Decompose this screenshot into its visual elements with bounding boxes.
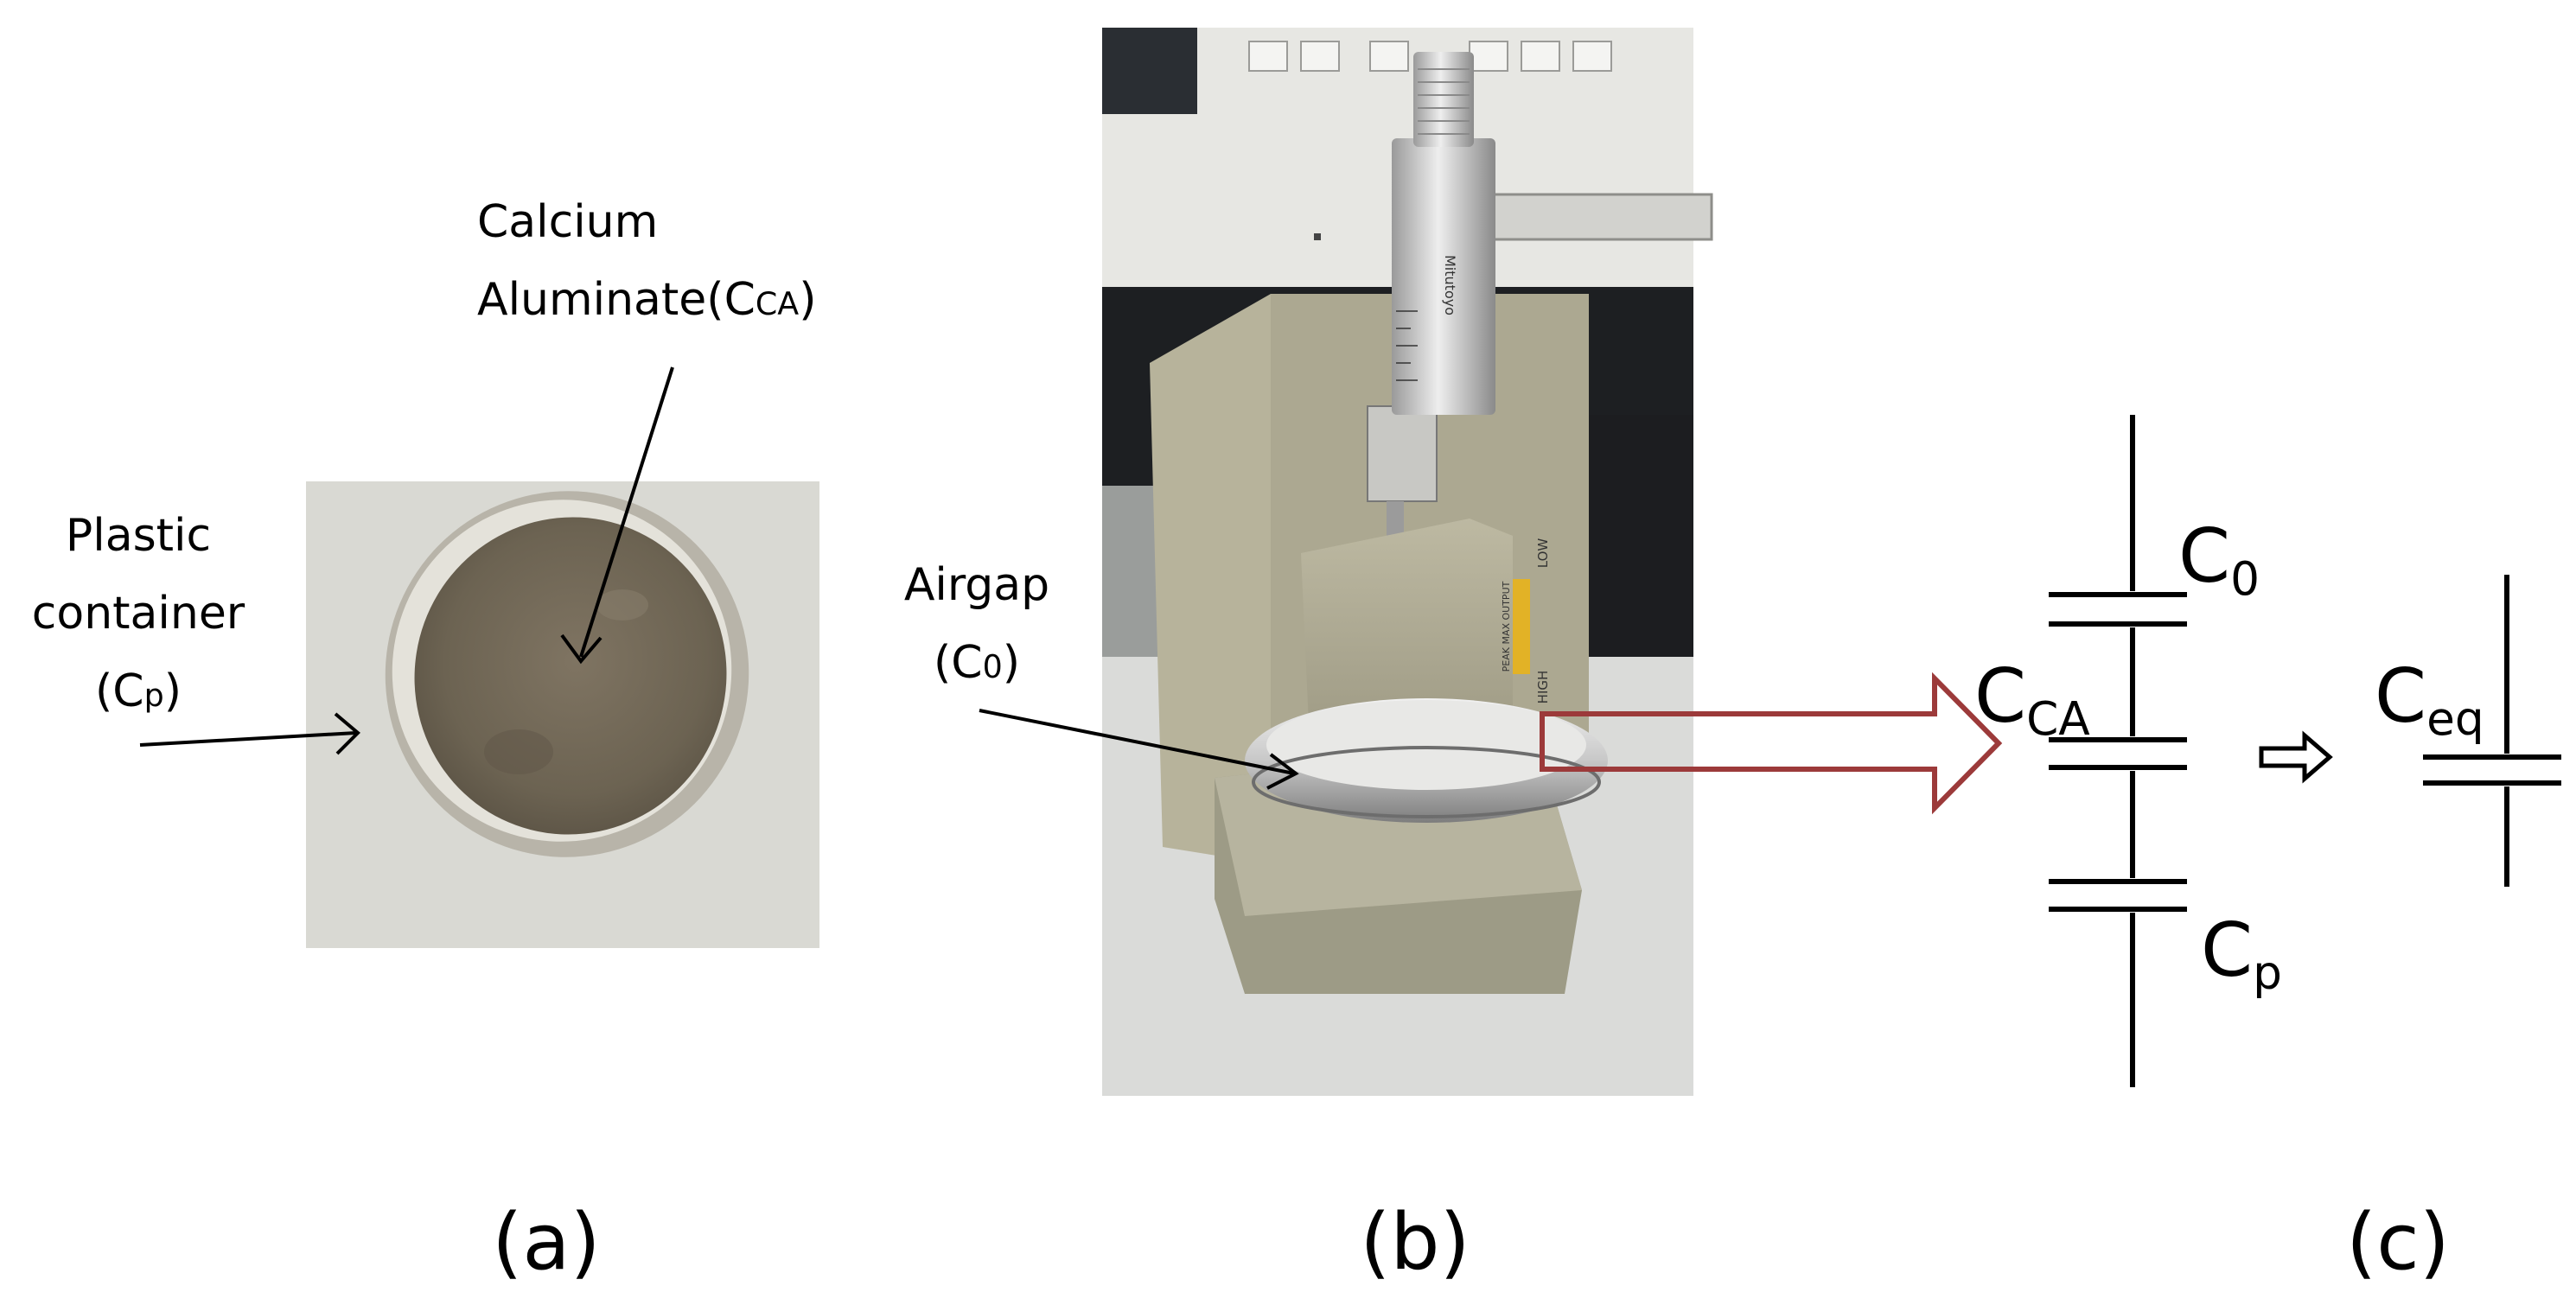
- label-airgap: Airgap (C0): [890, 546, 1063, 706]
- label-cca: CCA: [1974, 653, 2090, 762]
- label-calcium-line2-end: ): [799, 274, 817, 326]
- equivalent-capacitor: [2423, 575, 2561, 887]
- high-text: HIGH: [1535, 671, 1551, 704]
- caption-c: (c): [2346, 1197, 2450, 1288]
- arrow-to-material: [560, 366, 674, 665]
- label-airgap-line2-main: (C: [933, 637, 983, 689]
- label-calcium-aluminate: Calcium Aluminate(CCA): [477, 183, 817, 343]
- label-plastic-line3-main: (C: [94, 665, 144, 717]
- label-cp-main: C: [2201, 907, 2254, 994]
- label-airgap-line1: Airgap: [903, 559, 1050, 611]
- label-airgap-line2-sub: 0: [982, 648, 1003, 685]
- arrow-to-airgap: [979, 709, 1299, 790]
- label-plastic-line3: (Cp): [9, 652, 268, 735]
- label-c0-main: C: [2178, 513, 2231, 600]
- series-capacitor-circuit: [2049, 415, 2187, 1087]
- label-c0: C0: [2178, 513, 2260, 622]
- label-ceq: Ceq: [2375, 653, 2484, 762]
- label-c0-sub: 0: [2230, 551, 2260, 606]
- label-plastic-line3-end: ): [163, 665, 182, 717]
- red-block-arrow: [1540, 672, 2003, 815]
- label-ceq-main: C: [2375, 653, 2427, 740]
- caption-a: (a): [492, 1197, 601, 1288]
- low-text: LOW: [1535, 538, 1551, 569]
- micrometer-brand: Mitutoyo: [1442, 255, 1458, 315]
- equivalent-arrow: [2259, 730, 2333, 784]
- sticker-text: PEAK MAX OUTPUT: [1501, 581, 1512, 672]
- label-airgap-line2-end: ): [1002, 637, 1021, 689]
- label-plastic-container: Plastic container (Cp): [9, 497, 268, 735]
- label-calcium-line1: Calcium: [477, 196, 659, 248]
- label-cp-sub: p: [2253, 945, 2282, 1000]
- label-plastic-line1: Plastic: [65, 510, 212, 562]
- label-cca-main: C: [1974, 653, 2027, 740]
- label-ceq-sub: eq: [2426, 691, 2484, 746]
- sample-photo: [306, 481, 819, 948]
- label-calcium-line2-sub: CA: [755, 285, 800, 322]
- arrow-to-container: [139, 712, 360, 755]
- label-plastic-line2: container: [31, 588, 245, 640]
- instrument-photo: Mitutoyo PEAK MAX OUTPUT HIGH LOW: [1102, 28, 1713, 1096]
- caption-b: (b): [1360, 1197, 1470, 1288]
- label-plastic-line3-sub: p: [143, 677, 164, 714]
- label-airgap-line2: (C0): [890, 624, 1063, 706]
- label-calcium-line2-main: Aluminate(C: [477, 274, 756, 326]
- label-cca-sub: CA: [2026, 691, 2090, 746]
- label-cp: Cp: [2201, 907, 2282, 1016]
- label-calcium-line2: Aluminate(CCA): [477, 261, 817, 343]
